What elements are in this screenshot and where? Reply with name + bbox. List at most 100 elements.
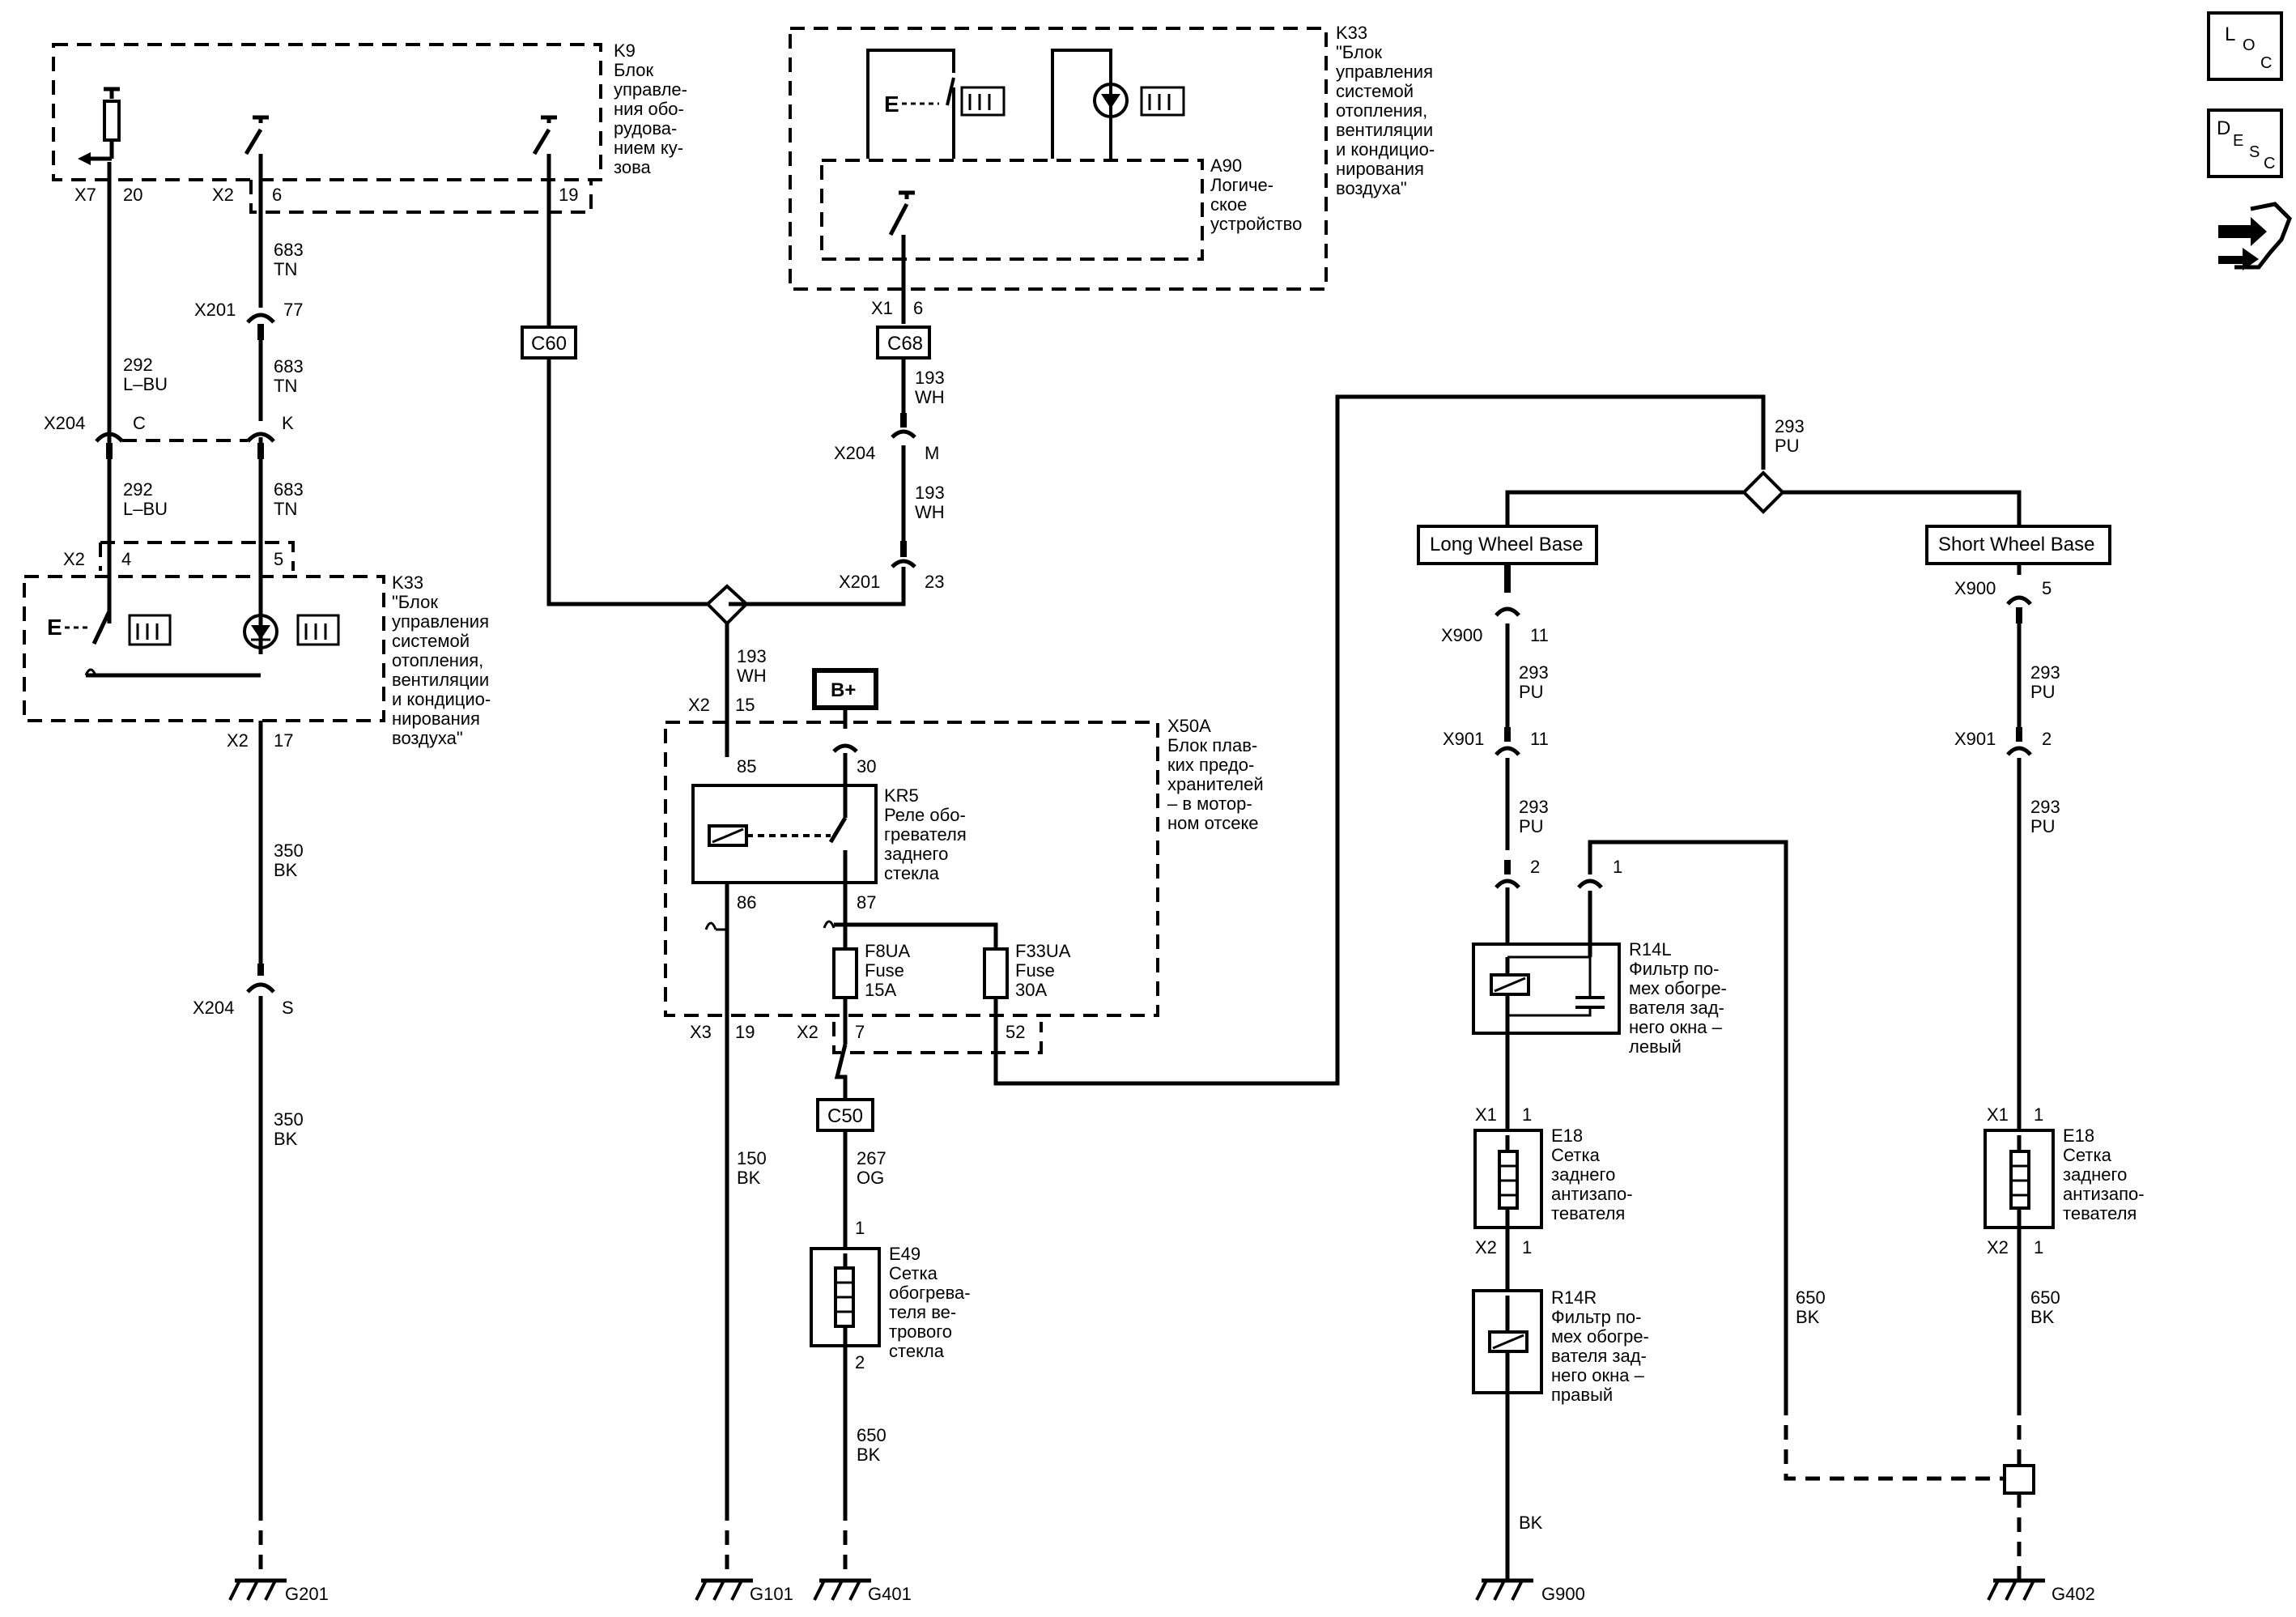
svg-text:отопления,: отопления, [392,650,483,670]
svg-text:1: 1 [2034,1104,2043,1125]
c68-connector: C68 [876,326,931,360]
svg-text:77: 77 [283,300,303,320]
svg-text:заднего: заднего [884,844,948,864]
svg-text:193: 193 [915,368,945,388]
svg-text:7: 7 [855,1022,865,1042]
svg-text:X204: X204 [834,443,875,463]
svg-text:ское: ское [1210,194,1247,215]
svg-text:антизапо-: антизапо- [1551,1184,1633,1204]
svg-text:PU: PU [1519,816,1544,836]
svg-text:управления: управления [1336,62,1433,82]
svg-text:X201: X201 [194,300,236,320]
svg-text:E: E [47,615,62,640]
svg-text:BK: BK [274,860,298,880]
svg-text:Логиче-: Логиче- [1210,175,1273,195]
svg-text:G900: G900 [1541,1584,1585,1604]
svg-text:X50A: X50A [1167,716,1211,736]
svg-text:воздуха": воздуха" [1336,178,1407,198]
svg-text:86: 86 [737,892,756,913]
ground-g900: G900 [1475,1578,1585,1604]
svg-text:"Блок: "Блок [392,592,438,612]
svg-text:15: 15 [735,695,755,715]
svg-text:WH: WH [915,387,945,407]
svg-text:20: 20 [123,185,142,205]
svg-text:него окна –: него окна – [1551,1365,1645,1385]
e18-lwb-heater [1473,1129,1543,1229]
svg-text:тевателя: тевателя [2063,1203,2137,1223]
svg-text:тевателя: тевателя [1551,1203,1625,1223]
svg-text:350: 350 [274,840,304,861]
svg-text:хранителей: хранителей [1167,774,1264,794]
svg-text:1: 1 [1522,1237,1532,1257]
svg-text:5: 5 [274,549,283,569]
svg-text:193: 193 [915,483,945,503]
c60-connector: C60 [521,326,577,360]
svg-text:WH: WH [737,666,767,686]
svg-text:Fuse: Fuse [1015,960,1055,981]
svg-text:X2: X2 [1987,1237,2009,1257]
svg-text:C: C [2260,54,2272,72]
svg-text:X2: X2 [63,549,85,569]
svg-text:350: 350 [274,1109,304,1130]
svg-text:PU: PU [2030,816,2056,836]
svg-text:S: S [282,998,294,1018]
svg-text:управления: управления [392,611,489,632]
connector-tool-icon[interactable] [2218,202,2292,270]
svg-text:293: 293 [1519,662,1549,683]
svg-text:BK: BK [2030,1307,2055,1327]
svg-text:150: 150 [737,1148,767,1168]
swb-label: Short Wheel Base [1925,525,2111,565]
svg-text:683: 683 [274,356,304,377]
svg-text:23: 23 [925,572,944,592]
svg-text:гревателя: гревателя [884,824,967,845]
svg-text:"Блок: "Блок [1336,42,1382,62]
svg-text:ном отсеке: ном отсеке [1167,813,1259,833]
svg-text:отопления,: отопления, [1336,100,1427,121]
svg-text:K: K [282,413,294,433]
svg-text:системой: системой [392,631,470,651]
svg-text:1: 1 [2034,1237,2043,1257]
svg-text:11: 11 [1530,729,1549,749]
svg-text:трового: трового [889,1321,952,1342]
ground-g402: G402 [1987,1578,2095,1604]
svg-text:E: E [884,91,899,117]
svg-text:заднего: заднего [2063,1164,2127,1185]
svg-text:обогрева-: обогрева- [889,1283,971,1303]
svg-text:650: 650 [857,1425,887,1445]
svg-text:X7: X7 [74,185,96,205]
loc-icon[interactable]: L O C [2207,11,2283,81]
wire-c60[interactable] [546,154,708,606]
svg-text:Сетка: Сетка [1551,1145,1601,1165]
svg-text:292: 292 [123,479,153,500]
svg-text:G101: G101 [750,1584,793,1604]
svg-text:C68: C68 [887,333,923,355]
svg-text:Long Wheel Base: Long Wheel Base [1430,534,1583,555]
svg-text:267: 267 [857,1148,887,1168]
k33-left-module: K33 "Блок управления системой отопления,… [23,572,491,748]
desc-icon[interactable]: D E S C [2207,109,2283,178]
svg-text:него окна –: него окна – [1629,1017,1723,1037]
svg-text:R14R: R14R [1551,1287,1597,1308]
svg-text:BK: BK [1519,1513,1543,1533]
ground-g101: G101 [695,1578,793,1604]
svg-text:TN: TN [274,499,297,519]
wire-193[interactable] [729,235,906,606]
x50a-module: X50A Блок плав- ких предо- хранителей – … [664,716,1264,1017]
svg-text:6: 6 [913,298,923,318]
svg-text:зова: зова [614,157,652,177]
svg-text:устройство: устройство [1210,214,1302,234]
svg-text:мех обогре-: мех обогре- [1551,1326,1649,1347]
svg-text:87: 87 [857,892,876,913]
svg-text:G201: G201 [285,1584,329,1604]
wire-650-jumper[interactable] [1784,1401,2005,1481]
svg-text:6: 6 [272,185,282,205]
svg-text:WH: WH [915,502,945,522]
svg-text:O: O [2243,36,2256,54]
svg-text:5: 5 [2042,578,2052,598]
svg-text:Сетка: Сетка [2063,1145,2112,1165]
svg-text:E49: E49 [889,1244,921,1264]
svg-text:650: 650 [1796,1287,1826,1308]
svg-text:TN: TN [274,259,297,279]
svg-text:293: 293 [1775,416,1805,436]
